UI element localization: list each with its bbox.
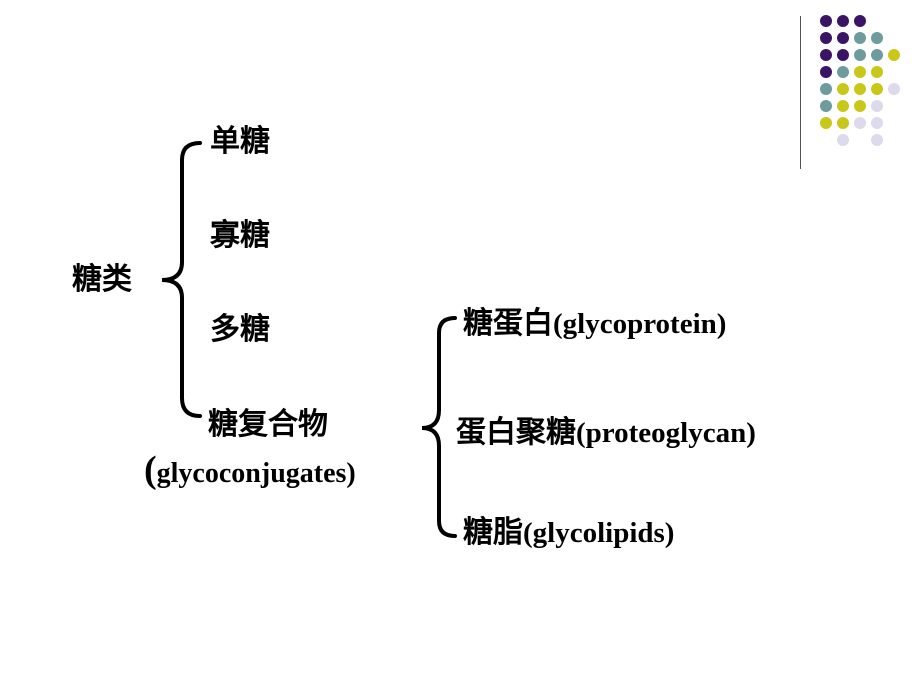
decorative-dot xyxy=(820,83,832,95)
decorative-dot xyxy=(871,100,883,112)
open-paren: ( xyxy=(144,449,157,491)
decorative-dot xyxy=(871,66,883,78)
decorative-dot xyxy=(871,49,883,61)
decorative-dot xyxy=(837,117,849,129)
decorative-dot xyxy=(888,49,900,61)
label-monosaccharide: 单糖 xyxy=(210,124,270,159)
decorative-dot xyxy=(820,66,832,78)
decorative-dot xyxy=(854,117,866,129)
decorative-dot xyxy=(871,32,883,44)
glycolipid-zh: 糖脂 xyxy=(463,515,523,550)
decorative-dot xyxy=(820,49,832,61)
decorative-dot xyxy=(820,15,832,27)
root-label-sugars: 糖类 xyxy=(72,262,132,297)
glycoprotein-en: (glycoprotein) xyxy=(553,308,727,340)
decorative-dot xyxy=(888,83,900,95)
label-glycolipid: 糖脂(glycolipids) xyxy=(463,515,674,551)
glycolipid-en: (glycolipids) xyxy=(523,517,675,549)
decorative-dot xyxy=(854,66,866,78)
label-glycoconjugate-zh: 糖复合物 xyxy=(208,407,328,442)
label-polysaccharide: 多糖 xyxy=(210,312,270,347)
decorative-dot xyxy=(837,66,849,78)
decorative-dot xyxy=(854,32,866,44)
proteoglycan-en: (proteoglycan) xyxy=(576,417,756,449)
decorative-dot xyxy=(820,32,832,44)
glycoprotein-zh: 糖蛋白 xyxy=(463,306,553,341)
label-glycoconjugate-en: (glycoconjugates) xyxy=(144,450,356,494)
decorative-dot xyxy=(837,134,849,146)
decorative-dot xyxy=(871,134,883,146)
brace-level1 xyxy=(161,141,202,418)
decorative-dot xyxy=(854,100,866,112)
glycoconjugates-text: glycoconjugates) xyxy=(156,458,356,489)
decorative-dot xyxy=(871,83,883,95)
label-proteoglycan: 蛋白聚糖(proteoglycan) xyxy=(456,415,756,451)
decorative-divider-line xyxy=(800,16,801,169)
decorative-dot xyxy=(854,83,866,95)
brace-level2 xyxy=(421,316,457,538)
decorative-dot xyxy=(871,117,883,129)
label-glycoprotein: 糖蛋白(glycoprotein) xyxy=(463,306,726,342)
decorative-dot xyxy=(854,49,866,61)
decorative-dot xyxy=(854,15,866,27)
decorative-dot xyxy=(837,100,849,112)
decorative-dot xyxy=(837,32,849,44)
proteoglycan-zh: 蛋白聚糖 xyxy=(456,415,576,450)
decorative-dot xyxy=(837,49,849,61)
decorative-dot xyxy=(820,100,832,112)
decorative-dot xyxy=(820,117,832,129)
decorative-dot xyxy=(837,15,849,27)
decorative-dot xyxy=(837,83,849,95)
label-oligosaccharide: 寡糖 xyxy=(210,218,270,253)
